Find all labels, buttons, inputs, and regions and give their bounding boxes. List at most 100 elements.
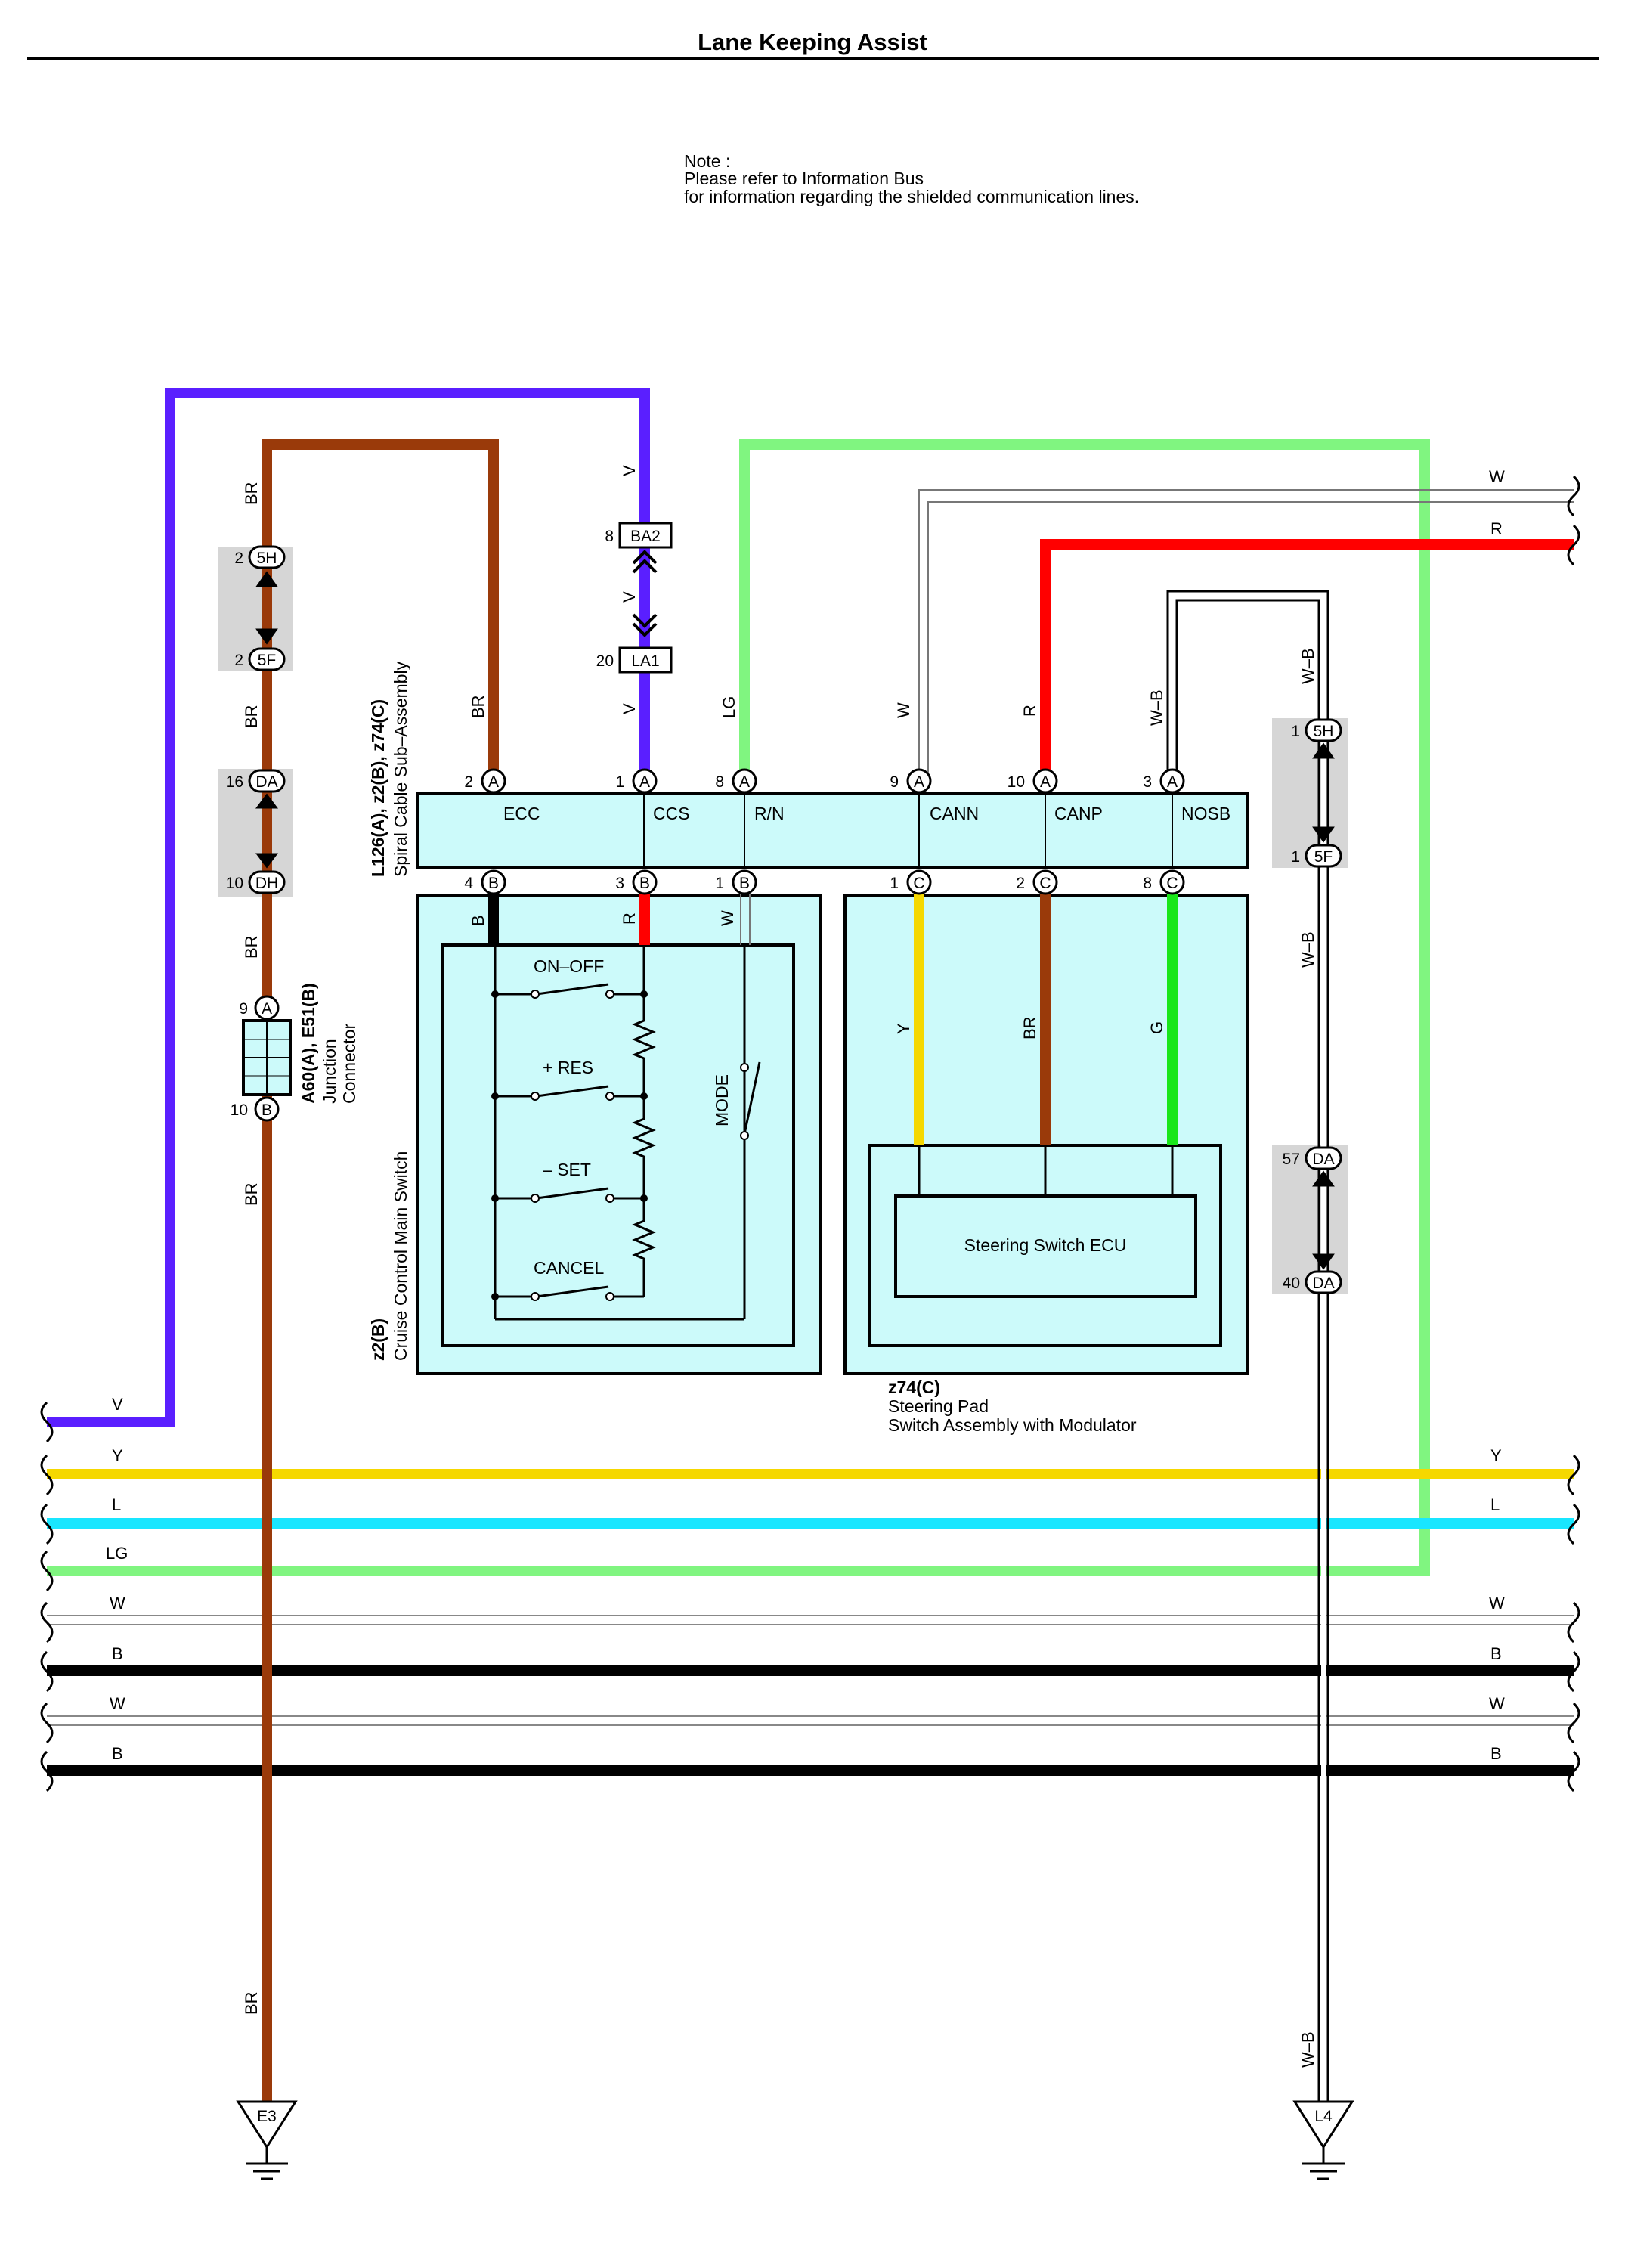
svg-text:A: A	[1040, 773, 1051, 791]
svg-text:10: 10	[226, 875, 243, 892]
page-title: Lane Keeping Assist	[698, 29, 927, 55]
wire-label-lg: LG	[720, 696, 738, 718]
cruise-switch-inner	[441, 943, 795, 1347]
wire-r	[1040, 539, 1574, 781]
connector-shade-right-da	[1272, 1145, 1348, 1294]
terminal-cann: CANN	[930, 804, 979, 823]
svg-text:DA: DA	[1312, 1151, 1334, 1168]
wire-label-wb-1: W–B	[1147, 689, 1166, 726]
bus-label-b2-right: B	[1490, 1744, 1502, 1763]
svg-text:20: 20	[596, 652, 614, 670]
wire-label-r-top-right: R	[1490, 519, 1503, 538]
svg-text:A: A	[914, 773, 924, 791]
terminal-ccs: CCS	[653, 804, 690, 823]
svg-text:LA1: LA1	[631, 652, 659, 670]
svg-text:DH: DH	[255, 875, 278, 892]
svg-text:8: 8	[715, 773, 724, 791]
steering-pad-code: z74(C)	[888, 1377, 940, 1397]
svg-text:A: A	[739, 773, 750, 791]
svg-text:2: 2	[464, 773, 473, 791]
cruise-switch-code: z2(B)	[368, 1318, 388, 1361]
wire-label-v-3: V	[620, 703, 639, 714]
svg-text:A: A	[639, 773, 650, 791]
bus-label-w2-right: W	[1489, 1694, 1505, 1713]
svg-text:B: B	[488, 875, 499, 892]
svg-text:2: 2	[234, 550, 243, 567]
svg-text:A: A	[488, 773, 499, 791]
wire-label-br-5: BR	[242, 1991, 261, 2015]
bus-label-l-left: L	[112, 1495, 121, 1514]
note-line-3: for information regarding the shielded c…	[684, 187, 1139, 206]
steering-switch-ecu	[894, 1194, 1197, 1298]
switch-label-res: + RES	[543, 1058, 593, 1077]
bus-label-w1-right: W	[1489, 1594, 1505, 1613]
switch-label-mode: MODE	[712, 1074, 732, 1126]
svg-text:C: C	[1039, 875, 1051, 892]
svg-text:4: 4	[464, 875, 473, 892]
svg-text:A: A	[262, 1000, 272, 1018]
terminal-rn: R/N	[754, 804, 785, 823]
wire-label-r-switch: R	[620, 912, 639, 925]
svg-text:A: A	[1167, 773, 1178, 791]
wire-label-r: R	[1020, 705, 1039, 717]
svg-text:5H: 5H	[1314, 723, 1334, 740]
svg-text:1: 1	[615, 773, 624, 791]
wire-label-v-2: V	[620, 591, 639, 603]
wire-label-y-pad: Y	[894, 1023, 913, 1034]
wire-label-br-2: BR	[242, 705, 261, 728]
switch-dots	[491, 990, 648, 1300]
connector-ba2	[618, 522, 673, 549]
ecu-label: Steering Switch ECU	[964, 1235, 1127, 1255]
cruise-switch-circuit	[494, 945, 761, 1321]
junction-name-2: Connector	[339, 1024, 359, 1104]
bus-label-w1-left: W	[110, 1594, 125, 1613]
note-line-2: Please refer to Information Bus	[684, 169, 924, 188]
wire-label-wb-3: W–B	[1298, 931, 1317, 968]
svg-text:B: B	[262, 1101, 272, 1119]
svg-text:2: 2	[234, 652, 243, 669]
wire-label-br-3: BR	[242, 935, 261, 959]
wire-lg-top	[47, 439, 1430, 1576]
bus-label-b1-left: B	[112, 1644, 123, 1663]
wire-label-wb-2: W–B	[1298, 648, 1317, 684]
svg-text:10: 10	[1008, 773, 1025, 791]
left-break-marks	[40, 1401, 54, 1792]
ground-e3: E3	[236, 2100, 298, 2180]
wire-br	[262, 439, 499, 2128]
wire-label-b-switch: B	[469, 915, 488, 926]
right-break-marks	[1567, 475, 1580, 1792]
svg-text:DA: DA	[1312, 1275, 1334, 1292]
svg-text:E3: E3	[257, 2108, 277, 2125]
steering-pad-name-1: Steering Pad	[888, 1396, 989, 1416]
bus-label-l-right: L	[1490, 1495, 1500, 1514]
svg-text:10: 10	[231, 1101, 248, 1119]
svg-text:1: 1	[890, 875, 899, 892]
svg-text:5F: 5F	[1314, 848, 1333, 866]
connector-la1	[618, 646, 673, 674]
junction-code: A60(A), E51(B)	[299, 983, 318, 1104]
svg-text:DA: DA	[255, 773, 277, 791]
wire-label-w-top-right: W	[1489, 467, 1505, 486]
ground-l4: L4	[1292, 2100, 1354, 2180]
svg-text:5H: 5H	[257, 550, 277, 567]
spiral-cable-box	[416, 792, 1249, 869]
connector-arrows	[255, 571, 1335, 1270]
wire-label-v-1: V	[620, 465, 639, 476]
svg-text:C: C	[1166, 875, 1178, 892]
svg-text:57: 57	[1283, 1151, 1300, 1168]
terminal-canp: CANP	[1054, 804, 1103, 823]
switch-label-on-off: ON–OFF	[534, 956, 604, 976]
bus-label-y-right: Y	[1490, 1446, 1502, 1465]
wire-label-br-ecc: BR	[469, 695, 488, 718]
wire-label-w-switch: W	[718, 910, 737, 926]
terminal-ecc: ECC	[503, 804, 540, 823]
wire-label-wb-4: W–B	[1298, 2031, 1317, 2068]
svg-text:1: 1	[1291, 723, 1300, 740]
svg-text:B: B	[739, 875, 750, 892]
svg-text:9: 9	[890, 773, 899, 791]
switch-label-set: – SET	[543, 1160, 591, 1179]
bus-label-b2-left: B	[112, 1744, 123, 1763]
svg-text:8: 8	[1143, 875, 1152, 892]
bus-label-v: V	[112, 1395, 123, 1414]
